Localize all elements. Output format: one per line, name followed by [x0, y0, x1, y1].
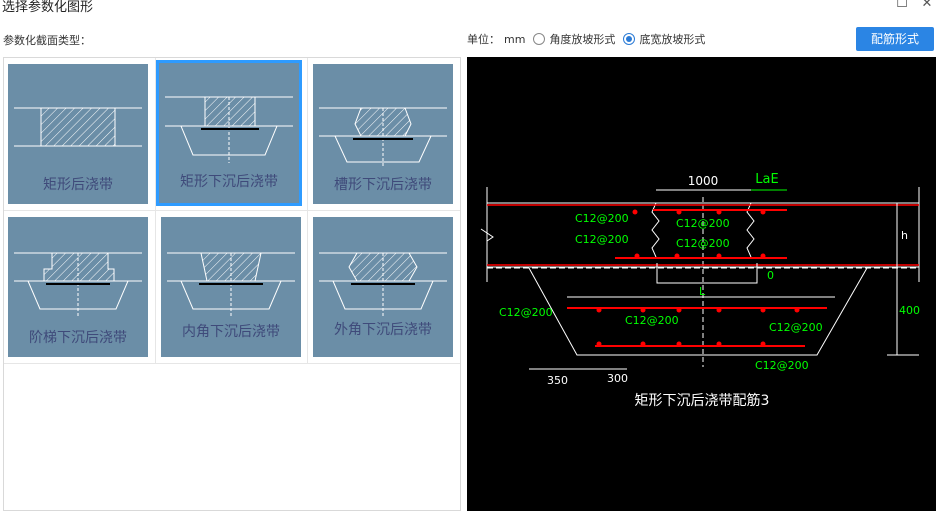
radio-angle-slope-circle[interactable]: [533, 33, 546, 45]
rebar-label: C12@200: [676, 237, 730, 250]
joint-base: [656, 263, 758, 284]
thumb-stepped-sunken-post-pour[interactable]: 阶梯下沉后浇带: [8, 217, 148, 357]
thumb-groove-drawing: [319, 107, 447, 168]
dim-h-text: h: [901, 229, 908, 242]
rebar-label: C12@200: [499, 306, 553, 319]
thumb-inner-angle-drawing: [167, 252, 295, 317]
drawing-caption: 矩形下沉后浇带配筋3: [635, 392, 770, 409]
joint-right: [746, 202, 755, 258]
grid-line: [4, 210, 460, 211]
dim-bottom-text: 300: [607, 372, 628, 385]
window-title: 选择参数化图形: [2, 0, 94, 15]
dim-zero-text: 0: [767, 269, 774, 282]
thumb-label: 槽形下沉后浇带: [334, 177, 432, 193]
rebar-label: C12@200: [676, 217, 730, 230]
radio-width-slope-circle[interactable]: [623, 33, 636, 45]
shape-gallery: 矩形后浇带 矩形下沉后浇带 槽形下沉后浇带: [3, 57, 461, 511]
thumb-label: 矩形后浇带: [43, 177, 113, 193]
rebar-preview-canvas: 1000 LaE h 0 L 400 350 300 C12@200 C12@2…: [467, 57, 936, 511]
rebar-label: C12@200: [755, 359, 809, 372]
radio-angle-slope[interactable]: 角度放坡形式: [533, 31, 615, 47]
thumb-label: 矩形下沉后浇带: [180, 174, 278, 190]
sunken-trough: [528, 267, 868, 356]
rebar-label: C12@200: [575, 212, 629, 225]
thumb-rect-drawing: [14, 107, 142, 147]
break-symbol-left: [480, 228, 494, 242]
thumb-stepped-drawing: [14, 252, 142, 317]
section-type-label: 参数化截面类型：: [3, 34, 91, 47]
dim-top-width-text: 1000: [688, 174, 719, 188]
dim-slope-text: 350: [547, 374, 568, 387]
maximize-icon[interactable]: ☐: [896, 0, 908, 11]
rebar-drawing: 1000 LaE h 0 L 400 350 300 C12@200 C12@2…: [480, 172, 920, 409]
thumb-rect-sunken-drawing: [165, 96, 293, 163]
rebar-label: C12@200: [769, 321, 823, 334]
grid-line: [4, 363, 460, 364]
rebar-label: C12@200: [625, 314, 679, 327]
rebar-form-button[interactable]: 配筋形式: [856, 27, 934, 51]
thumb-label: 外角下沉后浇带: [334, 322, 432, 338]
close-icon[interactable]: ✕: [921, 0, 933, 11]
title-bar: 选择参数化图形 ☐ ✕: [0, 0, 942, 18]
thumb-label: 内角下沉后浇带: [182, 324, 280, 340]
thumb-rect-post-pour[interactable]: 矩形后浇带: [8, 64, 148, 204]
radio-width-slope[interactable]: 底宽放坡形式: [623, 31, 705, 47]
thumb-outer-angle-sunken-post-pour[interactable]: 外角下沉后浇带: [313, 217, 453, 357]
joint-left: [651, 202, 660, 258]
thumb-inner-angle-sunken-post-pour[interactable]: 内角下沉后浇带: [161, 217, 301, 357]
thumb-groove-sunken-post-pour[interactable]: 槽形下沉后浇带: [313, 64, 453, 204]
rebar-label: C12@200: [575, 233, 629, 246]
unit-selector: 单位： mm 角度放坡形式 底宽放坡形式: [467, 30, 705, 48]
rebar-dots: [596, 209, 800, 347]
thumb-label: 阶梯下沉后浇带: [29, 330, 127, 346]
grid-line: [155, 58, 156, 364]
dim-lae-text: LaE: [755, 172, 778, 187]
radio-width-slope-label: 底宽放坡形式: [639, 33, 706, 46]
dim-L-text: L: [699, 285, 706, 298]
radio-angle-slope-label: 角度放坡形式: [549, 33, 616, 46]
unit-value: mm: [504, 32, 526, 46]
thumb-outer-angle-drawing: [319, 252, 447, 317]
thumb-rect-sunken-post-pour[interactable]: 矩形下沉后浇带: [156, 60, 302, 206]
grid-line: [307, 58, 308, 364]
dim-depth-text: 400: [899, 304, 920, 317]
unit-label: 单位：: [467, 33, 500, 46]
